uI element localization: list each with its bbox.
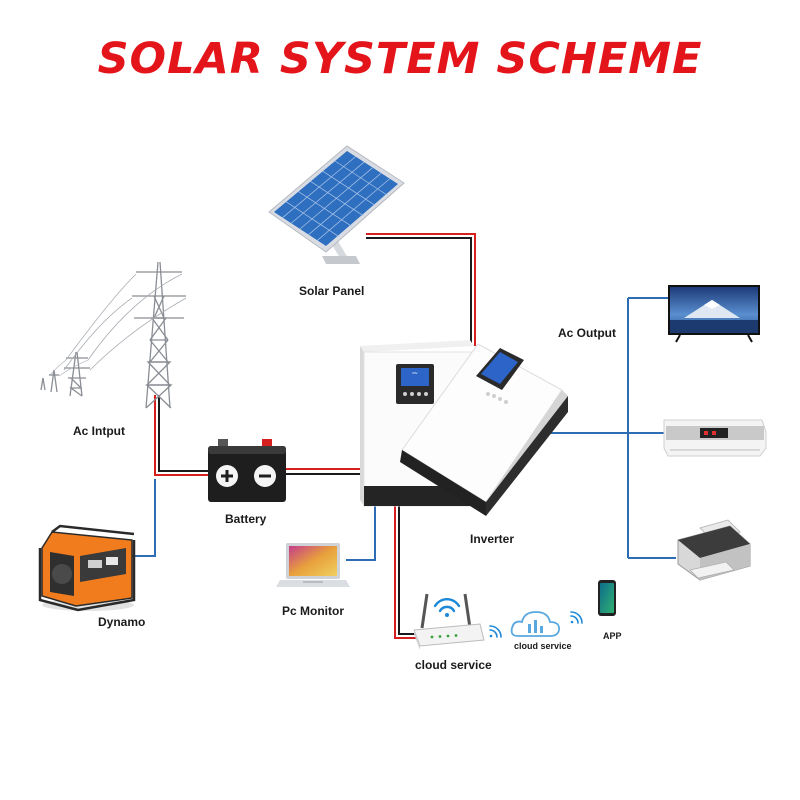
label-pc-monitor: Pc Monitor bbox=[282, 604, 344, 618]
label-cloud-service-router: cloud service bbox=[415, 658, 492, 672]
router-icon bbox=[413, 593, 485, 650]
printer-icon bbox=[677, 519, 751, 581]
power-tower-icon bbox=[40, 261, 187, 409]
battery-icon bbox=[208, 439, 286, 502]
cloud-icon bbox=[510, 611, 560, 637]
wire-router-black bbox=[398, 506, 416, 635]
wifi-icon bbox=[433, 598, 461, 617]
generator-icon bbox=[38, 524, 136, 612]
solar-panel-icon bbox=[268, 145, 405, 264]
wire-router-red bbox=[394, 506, 416, 639]
wifi-icon bbox=[570, 611, 583, 624]
laptop-icon bbox=[276, 543, 350, 587]
label-cloud-service: cloud service bbox=[514, 641, 572, 651]
air-conditioner-icon bbox=[663, 419, 767, 457]
svg-text:INV: INV bbox=[412, 371, 418, 375]
label-dynamo: Dynamo bbox=[98, 615, 146, 629]
label-ac-output: Ac Output bbox=[558, 326, 616, 340]
wire-acinput-black bbox=[158, 395, 211, 472]
wire-dynamo bbox=[132, 479, 156, 557]
label-solar-panel: Solar Panel bbox=[299, 284, 365, 298]
label-battery: Battery bbox=[225, 512, 267, 526]
page-title: SOLAR SYSTEM SCHEME bbox=[97, 34, 703, 84]
wifi-icon bbox=[489, 625, 502, 638]
label-app: APP bbox=[603, 631, 622, 641]
wire-pc-monitor bbox=[346, 506, 376, 561]
wire-solar-positive bbox=[366, 233, 476, 346]
label-ac-input: Ac Intput bbox=[73, 424, 125, 438]
wires bbox=[132, 233, 676, 639]
tv-icon bbox=[668, 285, 760, 343]
inverter-icon: INV bbox=[360, 340, 568, 516]
wire-solar-negative bbox=[366, 237, 472, 346]
label-inverter: Inverter bbox=[470, 532, 515, 546]
phone-icon bbox=[598, 580, 616, 616]
wire-acinput-red bbox=[154, 395, 211, 476]
